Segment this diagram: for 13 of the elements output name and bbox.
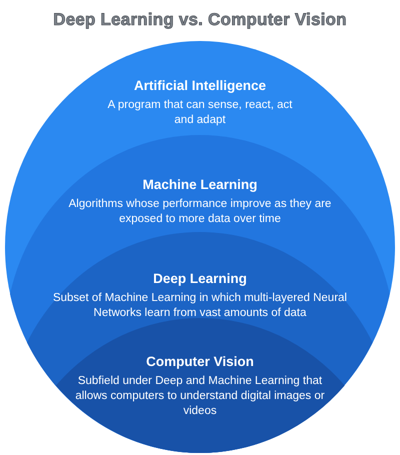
layer-description: Algorithms whose performance improve as they are exposed to more data over time <box>68 197 332 227</box>
diagram-title: Deep Learning vs. Computer Vision <box>53 10 347 29</box>
layer-heading: Computer Vision <box>146 353 254 370</box>
layer-description: A program that can sense, react, act and adapt <box>108 98 292 128</box>
circle-layer <box>5 41 395 453</box>
nested-layer <box>10 135 390 453</box>
nested-layer <box>56 318 344 453</box>
layer-description: Subfield under Deep and Machine Learning that allows computers to understand digital images or videos <box>74 374 326 419</box>
layer-heading: Deep Learning <box>153 270 247 287</box>
layer-description: Subset of Machine Learning in which multi-layered Neural Networks learn from vast amounts of data <box>52 291 348 321</box>
nested-layer <box>27 232 373 453</box>
layer-heading: Artificial Intelligence <box>134 77 266 94</box>
layer-heading: Machine Learning <box>142 176 258 193</box>
